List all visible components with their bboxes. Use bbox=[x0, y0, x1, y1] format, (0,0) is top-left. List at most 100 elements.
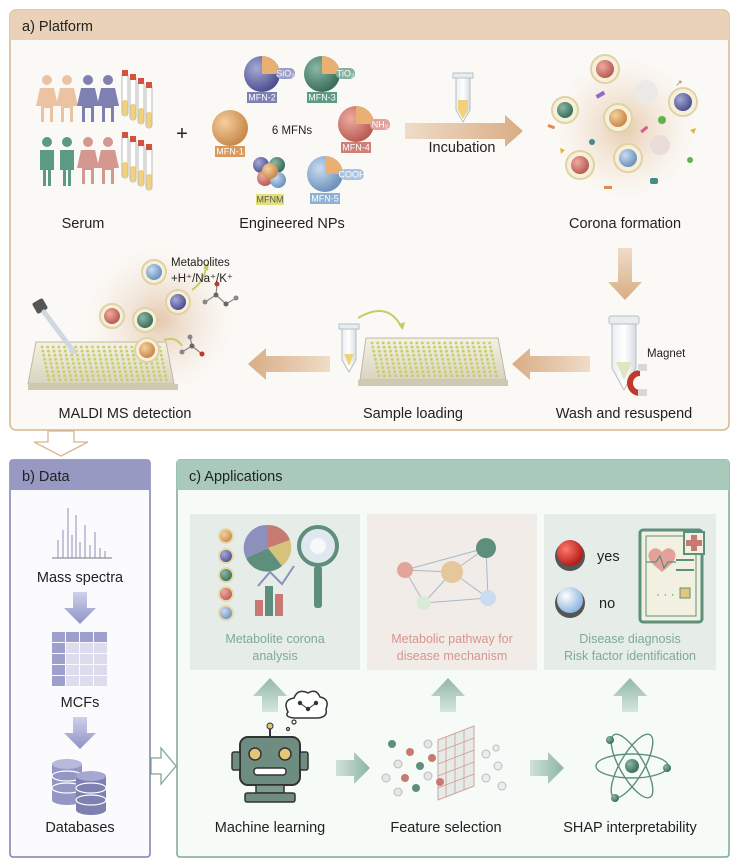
plate-well bbox=[55, 362, 58, 365]
plate-well bbox=[449, 341, 452, 345]
plate-well bbox=[69, 378, 73, 382]
svg-text:↗: ↗ bbox=[675, 78, 683, 88]
corona-particle bbox=[613, 143, 643, 173]
mcf-cell bbox=[94, 676, 107, 686]
platform-to-data-arrow bbox=[33, 430, 89, 457]
plate-well bbox=[95, 366, 99, 369]
plate-well bbox=[88, 362, 92, 365]
plate-well bbox=[374, 358, 377, 361]
plate-well bbox=[375, 366, 379, 369]
plate-well bbox=[387, 341, 391, 345]
tube-icon bbox=[145, 144, 153, 191]
corona-label: Corona formation bbox=[569, 216, 681, 232]
corona-particle bbox=[565, 150, 595, 180]
plate-well bbox=[493, 366, 497, 369]
plate-well bbox=[449, 370, 453, 374]
plate-well bbox=[414, 366, 418, 369]
plate-well bbox=[410, 345, 414, 349]
plate-well bbox=[86, 349, 90, 353]
plate-well bbox=[475, 362, 479, 365]
card-metabolic-pathway: Metabolic pathway for disease mechanism bbox=[367, 514, 537, 670]
plate-well bbox=[443, 341, 447, 345]
plate-well bbox=[46, 345, 49, 349]
tube-icon bbox=[121, 70, 129, 117]
wash-label: Wash and resuspend bbox=[556, 406, 693, 422]
network-graph-icon bbox=[397, 538, 496, 610]
plate-well bbox=[386, 366, 390, 369]
atom-icon bbox=[595, 733, 671, 802]
plate-well bbox=[124, 345, 128, 349]
plate-well bbox=[439, 349, 443, 353]
plate-well bbox=[91, 349, 95, 353]
plate-well bbox=[441, 358, 444, 361]
metabolites-label: Metabolites bbox=[171, 257, 230, 269]
plate-well bbox=[81, 378, 84, 382]
maldi-label: MALDI MS detection bbox=[59, 406, 192, 422]
plate-well bbox=[131, 378, 135, 382]
plate-well bbox=[142, 378, 146, 382]
plate-well bbox=[421, 370, 425, 374]
plate-well bbox=[425, 362, 429, 365]
cooh-tag: COOH bbox=[339, 170, 366, 180]
plate-well bbox=[452, 358, 456, 361]
plate-well bbox=[114, 349, 118, 353]
plate-well bbox=[414, 362, 417, 365]
plate-well bbox=[108, 374, 111, 378]
plate-well bbox=[47, 353, 51, 357]
plate-well bbox=[159, 353, 163, 357]
mcf-table-icon bbox=[52, 632, 107, 686]
plate-well bbox=[431, 366, 435, 369]
plate-well bbox=[157, 370, 161, 373]
plate-well bbox=[43, 357, 46, 361]
plate-well bbox=[413, 358, 416, 361]
plate-well bbox=[115, 357, 119, 361]
plate-well bbox=[56, 366, 59, 369]
plate-well bbox=[409, 366, 413, 369]
plate-well bbox=[87, 353, 90, 357]
loading-label: Sample loading bbox=[363, 406, 463, 422]
plate-well bbox=[438, 370, 441, 374]
plate-well bbox=[68, 370, 71, 373]
plate-well bbox=[451, 353, 455, 357]
plate-well bbox=[389, 349, 392, 353]
plate-well bbox=[42, 353, 46, 357]
plate-well bbox=[434, 353, 438, 357]
mcf-cell bbox=[52, 643, 65, 653]
incubation-tube-icon bbox=[452, 72, 474, 123]
loading-plate-wells bbox=[370, 341, 498, 378]
plate-well bbox=[384, 353, 388, 357]
plate-well bbox=[373, 353, 376, 357]
plate-well bbox=[477, 370, 481, 374]
plate-well bbox=[403, 366, 407, 369]
plate-well bbox=[133, 362, 137, 365]
plate-well bbox=[410, 370, 413, 374]
plate-well bbox=[450, 349, 454, 353]
plate-well bbox=[54, 357, 58, 361]
card-disease-diagnosis: yes no · · · Disease diagnosis Risk fact… bbox=[544, 514, 716, 670]
mfn-2-particle: SiO₂ MFN-2 bbox=[244, 56, 295, 103]
plate-well bbox=[130, 374, 134, 378]
plate-well bbox=[462, 353, 466, 357]
plate-well bbox=[91, 374, 95, 378]
plate-well bbox=[418, 358, 422, 361]
plate-well bbox=[437, 366, 441, 369]
plate-well bbox=[391, 362, 395, 365]
plate-well bbox=[463, 358, 467, 361]
plate-well bbox=[107, 370, 111, 373]
plate-well bbox=[400, 349, 404, 353]
plate-well bbox=[408, 362, 412, 365]
plate-well bbox=[393, 345, 397, 349]
plate-well bbox=[165, 378, 168, 382]
plate-well bbox=[96, 345, 100, 349]
plate-well bbox=[388, 374, 392, 378]
plate-well bbox=[473, 349, 476, 353]
plate-well bbox=[107, 345, 111, 349]
plate-well bbox=[370, 341, 374, 345]
mcf-cell bbox=[94, 643, 107, 653]
corona-particle bbox=[551, 96, 579, 124]
plate-well bbox=[417, 353, 421, 357]
plate-well bbox=[415, 341, 419, 345]
plate-well bbox=[103, 349, 106, 353]
plate-well bbox=[399, 374, 403, 378]
plate-well bbox=[424, 358, 428, 361]
